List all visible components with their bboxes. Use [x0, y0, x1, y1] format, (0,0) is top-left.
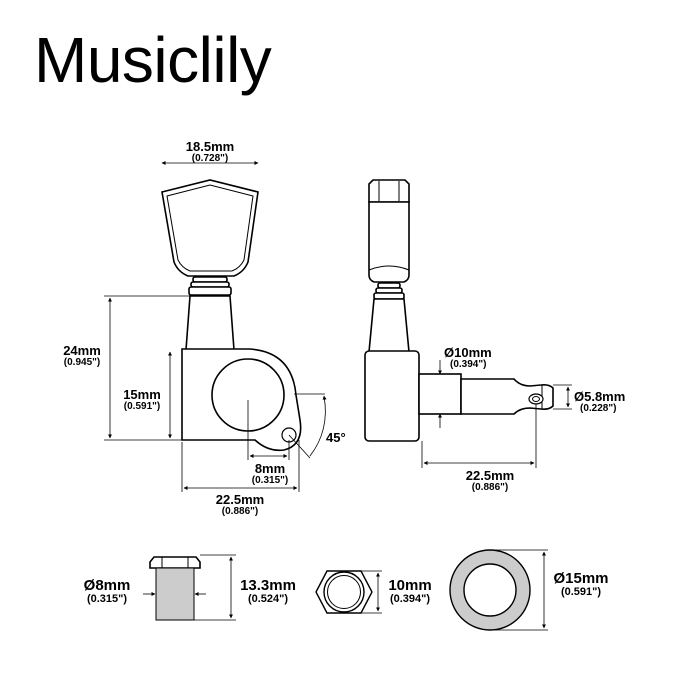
post-diameter-label: Ø5.8mm (0.228") [574, 389, 626, 414]
tab-angle-label: 45° [326, 430, 346, 445]
front-view-tuner [161, 179, 302, 452]
tuner-button-inner [166, 184, 254, 272]
brand-title: Musiclily [34, 24, 272, 96]
screw-offset-label: 8mm (0.315") [251, 461, 289, 486]
bushing-side [418, 373, 462, 415]
bushing-diameter-part-label: Ø8mm (0.315") [83, 577, 131, 605]
button-side [368, 201, 410, 283]
housing-width-label: 22.5mm (0.886") [215, 492, 265, 517]
bushing-diameter-label: Ø10mm (0.394") [444, 345, 492, 370]
bushing-height-label: 13.3mm (0.524") [240, 577, 296, 605]
hex-nut-size-label: 10mm (0.394") [388, 577, 432, 605]
washer-part [449, 549, 531, 631]
button-top-cap [368, 179, 410, 203]
bushing-part [149, 556, 201, 621]
housing-height-label: 15mm (0.591") [123, 387, 161, 412]
post-length-label: 22.5mm (0.886") [465, 468, 515, 493]
side-view-tuner [364, 179, 554, 442]
washer-diameter-label: Ø15mm (0.591") [553, 570, 609, 598]
button-width-label: 18.5mm (0.728") [185, 139, 235, 164]
string-post [460, 378, 554, 415]
side-housing [364, 350, 420, 442]
total-height-label: 24mm (0.945") [63, 343, 101, 368]
hex-nut-part [315, 570, 373, 614]
